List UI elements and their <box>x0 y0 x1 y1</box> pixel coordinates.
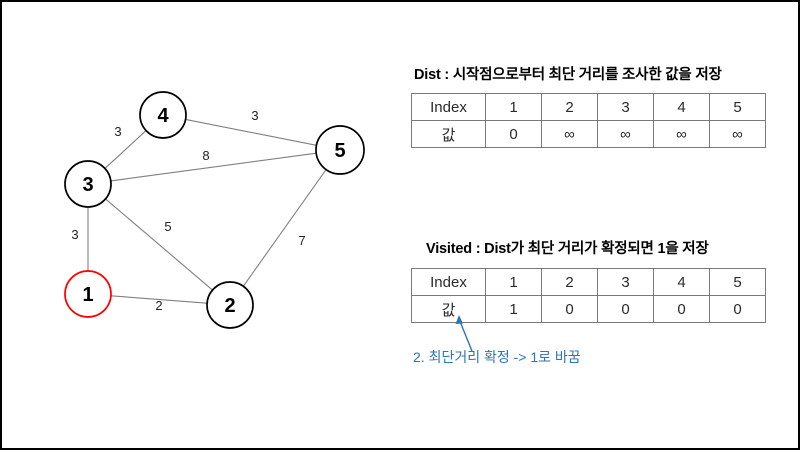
visited-value-cell-5: 0 <box>709 295 766 323</box>
graph-edge-3-4 <box>104 130 147 169</box>
visited-value-cell-3: 0 <box>597 295 654 323</box>
edge-weight-labels: 3 3 8 3 5 7 2 <box>71 108 305 313</box>
dist-index-cell-1: 1 <box>485 93 542 121</box>
edge-weight-3-5: 8 <box>202 148 209 163</box>
edge-weight-4-5: 3 <box>251 108 258 123</box>
edge-weight-1-2: 2 <box>155 298 162 313</box>
visited-index-cell-4: 4 <box>653 268 710 296</box>
graph-edge-3-5 <box>110 152 317 182</box>
table-row: 값 1 0 0 0 0 <box>411 295 766 323</box>
graph-node-1[interactable] <box>64 270 112 318</box>
visited-index-cell-3: 3 <box>597 268 654 296</box>
dist-index-cell-2: 2 <box>541 93 598 121</box>
dist-value-header: 값 <box>411 120 486 148</box>
dist-index-cell-4: 4 <box>653 93 710 121</box>
annotation-label: 2. 최단거리 확정 -> 1로 바꿈 <box>413 349 581 365</box>
graph-edge-4-5 <box>185 118 317 146</box>
table-row: Index 1 2 3 4 5 <box>411 268 766 296</box>
graph-node-label-3: 3 <box>82 174 93 196</box>
edge-weight-3-4: 3 <box>114 124 121 139</box>
graph-panel: 3 3 8 3 5 7 2 1 2 3 4 5 <box>2 2 402 452</box>
visited-value-header: 값 <box>411 295 486 323</box>
dist-index-header: Index <box>411 93 486 121</box>
graph-node-4[interactable] <box>139 91 187 139</box>
graph-node-label-5: 5 <box>334 140 345 162</box>
annotation-arrow-icon <box>455 315 473 352</box>
graph-diagram: 3 3 8 3 5 7 2 1 2 3 4 5 <box>64 91 365 329</box>
visited-value-cell-4: 0 <box>653 295 710 323</box>
dist-table: Index 1 2 3 4 5 값 0 ∞ ∞ ∞ ∞ <box>411 93 766 148</box>
table-row: Index 1 2 3 4 5 <box>411 93 766 121</box>
graph-node-label-1: 1 <box>82 284 93 306</box>
edge-weight-5-2: 7 <box>298 233 305 248</box>
visited-value-cell-2: 0 <box>541 295 598 323</box>
graph-edge-3-2 <box>105 198 213 291</box>
graph-edge-1-2 <box>110 295 208 304</box>
visited-table: Index 1 2 3 4 5 값 1 0 0 0 0 <box>411 268 766 323</box>
dist-section-heading: Dist : 시작점으로부터 최단 거리를 조사한 값을 저장 <box>414 67 722 83</box>
dist-value-cell-1: 0 <box>485 120 542 148</box>
dist-index-cell-3: 3 <box>597 93 654 121</box>
graph-node-label-4: 4 <box>157 105 169 127</box>
dist-value-cell-5: ∞ <box>709 120 766 148</box>
table-row: 값 0 ∞ ∞ ∞ ∞ <box>411 120 766 148</box>
graph-nodes: 1 2 3 4 5 <box>64 91 365 329</box>
edge-weight-1-3: 3 <box>71 227 78 242</box>
dist-value-cell-4: ∞ <box>653 120 710 148</box>
dist-index-cell-5: 5 <box>709 93 766 121</box>
visited-index-header: Index <box>411 268 486 296</box>
edge-weight-3-2: 5 <box>164 219 171 234</box>
visited-section-heading: Visited : Dist가 최단 거리가 확정되면 1을 저장 <box>426 241 709 257</box>
visited-index-cell-2: 2 <box>541 268 598 296</box>
visited-index-cell-5: 5 <box>709 268 766 296</box>
dist-value-cell-3: ∞ <box>597 120 654 148</box>
dist-value-cell-2: ∞ <box>541 120 598 148</box>
graph-node-label-2: 2 <box>224 295 235 317</box>
graph-node-3[interactable] <box>64 160 112 208</box>
graph-node-5[interactable] <box>315 125 365 175</box>
graph-edge-5-2 <box>242 169 327 287</box>
visited-index-cell-1: 1 <box>485 268 542 296</box>
edge-lines <box>87 118 327 304</box>
graph-node-2[interactable] <box>206 281 254 329</box>
